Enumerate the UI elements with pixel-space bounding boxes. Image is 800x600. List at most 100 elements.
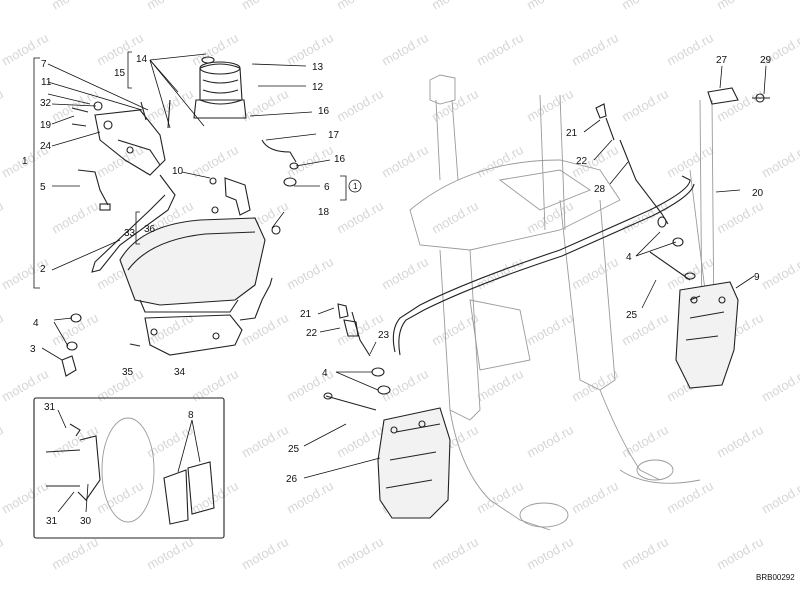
fork-assembly: [409, 74, 715, 531]
watermark-text: motod.ru: [0, 86, 6, 125]
callout-29: 29: [760, 55, 772, 66]
callout-4-left: 4: [33, 318, 39, 329]
watermark-text: motod.ru: [0, 0, 6, 13]
watermark-text: motod.ru: [0, 478, 51, 517]
watermark-text: motod.ru: [239, 534, 291, 573]
callout-19: 19: [40, 120, 52, 131]
watermark-text: motod.ru: [664, 30, 716, 69]
watermark-text: motod.ru: [94, 142, 146, 181]
callout-31-bottom: 31: [46, 516, 58, 527]
callout-34: 34: [174, 367, 186, 378]
watermark-text: motod.ru: [239, 422, 291, 461]
watermark-text: motod.ru: [144, 0, 196, 13]
brake-pads-inset: [45, 417, 215, 525]
callout-32: 32: [40, 98, 52, 109]
callout-21-mid: 21: [300, 309, 312, 320]
watermark-text: motod.ru: [474, 366, 526, 405]
watermark-text: motod.ru: [664, 142, 716, 181]
watermark-text: motod.ru: [429, 310, 481, 349]
watermark-text: motod.ru: [714, 534, 766, 573]
callout-2: 2: [40, 264, 46, 275]
watermark-text: motod.ru: [524, 534, 576, 573]
callout-21-top: 21: [566, 128, 578, 139]
watermark-text: motod.ru: [569, 478, 621, 517]
watermark-text: motod.ru: [239, 0, 291, 13]
watermark-text: motod.ru: [714, 198, 766, 237]
watermark-text: motod.ru: [239, 310, 291, 349]
callout-35: 35: [122, 367, 134, 378]
callout-36: 36: [144, 224, 156, 235]
watermark-text: motod.ru: [474, 254, 526, 293]
watermark-text: motod.ru: [284, 30, 336, 69]
callout-20: 20: [752, 188, 764, 199]
callout-30: 30: [80, 516, 92, 527]
callout-17: 17: [328, 130, 340, 141]
brake-caliper-right: [649, 251, 739, 389]
callout-24: 24: [40, 141, 52, 152]
watermark-text: motod.ru: [759, 478, 800, 517]
watermark-text: motod.ru: [0, 310, 6, 349]
watermark-text: motod.ru: [429, 534, 481, 573]
callout-11: 11: [41, 77, 52, 88]
watermark-text: motod.ru: [189, 478, 241, 517]
watermark-text: motod.ru: [524, 86, 576, 125]
watermark-text: motod.ru: [619, 534, 671, 573]
callout-18: 18: [318, 207, 330, 218]
watermark-text: motod.ru: [144, 534, 196, 573]
watermark-text: motod.ru: [334, 422, 386, 461]
watermark-text: motod.ru: [379, 366, 431, 405]
watermark-text: motod.ru: [49, 534, 101, 573]
callout-25-right: 25: [626, 310, 638, 321]
callout-4-mid: 4: [322, 368, 328, 379]
callout-23: 23: [378, 330, 390, 341]
watermark-text: motod.ru: [379, 30, 431, 69]
watermark-text: motod.ru: [524, 422, 576, 461]
watermark-text: motod.ru: [759, 254, 800, 293]
inset-frame: [33, 397, 225, 539]
watermark-text: motod.ru: [379, 142, 431, 181]
watermark-text: motod.ru: [569, 366, 621, 405]
watermark-text: motod.ru: [474, 478, 526, 517]
watermark-text: motod.ru: [144, 422, 196, 461]
watermark-text: motod.ru: [284, 254, 336, 293]
watermark-text: motod.ru: [334, 198, 386, 237]
watermark-text: motod.ru: [524, 0, 576, 13]
callout-12: 12: [312, 82, 324, 93]
watermark-text: motod.ru: [569, 30, 621, 69]
callout-22-mid: 22: [306, 328, 318, 339]
circled-ref-label: 1: [353, 182, 358, 191]
watermark-text: motod.ru: [49, 198, 101, 237]
callout-3: 3: [30, 344, 36, 355]
reference-code: BRB00292: [756, 573, 795, 582]
watermark-text: motod.ru: [429, 198, 481, 237]
watermark-text: motod.ru: [239, 86, 291, 125]
callout-15: 15: [114, 68, 126, 79]
watermark-text: motod.ru: [714, 86, 766, 125]
callout-13: 13: [312, 62, 324, 73]
watermark-text: motod.ru: [49, 0, 101, 13]
watermark-text: motod.ru: [189, 30, 241, 69]
callout-26: 26: [286, 474, 298, 485]
watermark-text: motod.ru: [524, 310, 576, 349]
callout-4-right: 4: [626, 252, 632, 263]
callout-33: 33: [124, 228, 136, 239]
watermark-text: motod.ru: [474, 142, 526, 181]
leader-lines: [33, 51, 767, 513]
fairing-cover: [119, 217, 273, 356]
watermark-text: motod.ru: [619, 86, 671, 125]
watermark-text: motod.ru: [334, 86, 386, 125]
watermark-text: motod.ru: [569, 254, 621, 293]
watermark-text: motod.ru: [189, 366, 241, 405]
watermark-text: motod.ru: [759, 366, 800, 405]
callout-25-left: 25: [288, 444, 300, 455]
callout-14: 14: [136, 54, 148, 65]
watermark-text: motod.ru: [0, 422, 6, 461]
brake-caliper-left: [323, 392, 451, 519]
watermark-text: motod.ru: [714, 0, 766, 13]
upper-fittings: [337, 87, 770, 337]
callout-6: 6: [324, 182, 330, 193]
watermark-text: motod.ru: [619, 422, 671, 461]
callout-9: 9: [754, 272, 760, 283]
callout-8: 8: [188, 410, 194, 421]
